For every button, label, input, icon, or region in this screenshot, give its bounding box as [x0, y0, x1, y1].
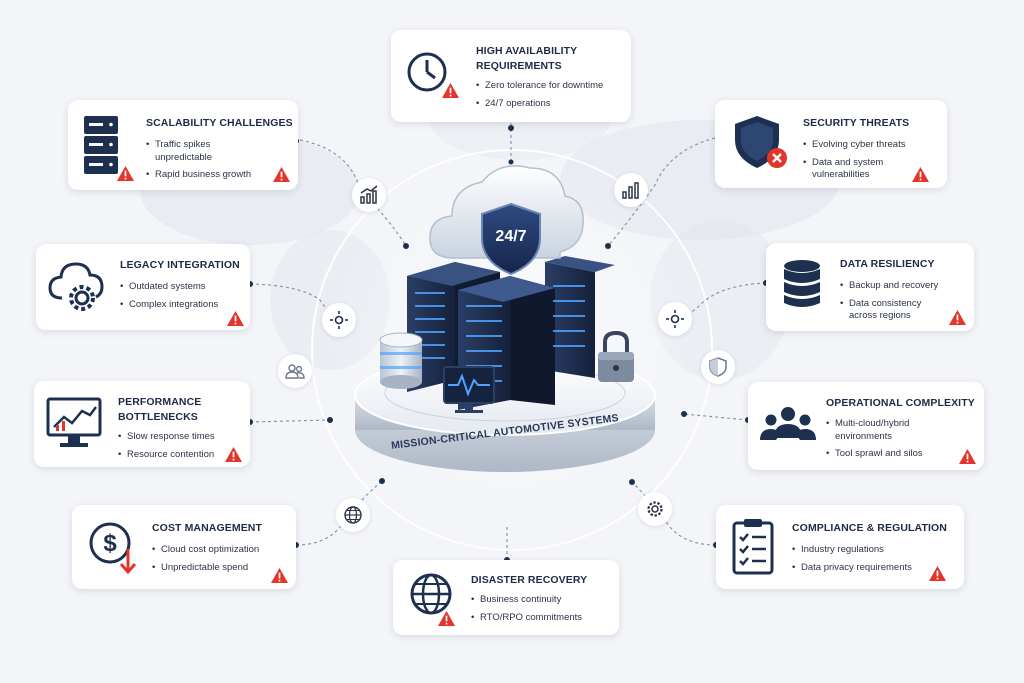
monitor — [443, 366, 495, 413]
warning-icon — [442, 82, 459, 99]
cloud-gear-icon — [48, 262, 104, 311]
chart-monitor-icon — [46, 397, 102, 447]
card-title: COMPLIANCE & REGULATION — [792, 522, 947, 534]
bullet-item: Business continuity — [471, 594, 617, 607]
card-title: PERFORMANCE — [118, 396, 202, 408]
padlock — [598, 330, 634, 382]
globe-icon — [410, 573, 452, 615]
team-icon — [760, 407, 816, 440]
card-title: HIGH AVAILABILITY — [476, 45, 578, 57]
bullet-item: Data and system vulnerabilities — [803, 157, 912, 182]
bullet-item: Complex integrations — [120, 299, 248, 312]
card-disaster-recovery: DISASTER RECOVERY Business continuity RT… — [393, 560, 619, 635]
users-icon — [278, 354, 312, 388]
card-title: SECURITY THREATS — [803, 117, 910, 129]
warning-icon — [949, 309, 966, 326]
card-title: LEGACY INTEGRATION — [120, 259, 240, 271]
card-title: OPERATIONAL COMPLEXITY — [826, 397, 975, 409]
growth-chart-icon — [352, 178, 386, 212]
svg-text:$: $ — [103, 530, 117, 557]
bullet-item: Tool sprawl and silos — [826, 448, 982, 461]
card-security: SECURITY THREATS Evolving cyber threats … — [715, 100, 947, 188]
bullet-item: Traffic spikes unpredictable — [146, 139, 235, 164]
card-performance: PERFORMANCE BOTTLENECKS Slow response ti… — [34, 381, 250, 467]
bullet-item: RTO/RPO commitments — [471, 612, 617, 625]
card-cost-management: $ COST MANAGEMENT Cloud cost optimizatio… — [72, 505, 296, 589]
bullet-item: Industry regulations — [792, 544, 962, 557]
warning-icon — [929, 565, 946, 582]
bullet-item: Unpredictable spend — [152, 562, 294, 575]
hub-icon-left — [322, 303, 356, 337]
card-compliance: COMPLIANCE & REGULATION Industry regulat… — [716, 505, 964, 589]
bullet-item: Multi-cloud/hybrid environments — [826, 418, 935, 443]
globe-icon-small — [336, 498, 370, 532]
clock-icon — [407, 52, 447, 92]
card-scalability: SCALABILITY CHALLENGES Traffic spikes un… — [68, 100, 298, 190]
card-operational-complexity: OPERATIONAL COMPLEXITY Multi-cloud/hybri… — [748, 382, 984, 470]
bullet-item: Data privacy requirements — [792, 562, 962, 575]
bullet-item: 24/7 operations — [476, 98, 626, 111]
bar-chart-icon — [614, 173, 648, 207]
card-title: COST MANAGEMENT — [152, 522, 262, 534]
bullet-item: Data consistency across regions — [840, 298, 945, 323]
gear-icon-small — [638, 492, 672, 526]
badge-24-7: 24/7 — [495, 228, 527, 245]
database-icon — [784, 260, 820, 307]
shield-x-icon — [735, 116, 787, 168]
bullet-item: Zero tolerance for downtime — [476, 80, 626, 93]
warning-icon — [225, 446, 242, 463]
checklist-icon — [732, 519, 774, 575]
server-rack-icon — [84, 116, 118, 174]
card-title: DISASTER RECOVERY — [471, 574, 588, 586]
bullet-item: Evolving cyber threats — [803, 139, 943, 152]
hub-icon-right — [658, 302, 692, 336]
bullet-item: Cloud cost optimization — [152, 544, 294, 557]
card-legacy-integration: LEGACY INTEGRATION Outdated systems Comp… — [36, 244, 250, 330]
bullet-item: Resource contention — [118, 449, 248, 462]
card-title: DATA RESILIENCY — [840, 258, 935, 270]
cloud-shield — [429, 165, 584, 276]
card-title: SCALABILITY CHALLENGES — [146, 117, 293, 129]
warning-icon — [438, 610, 455, 627]
card-data-resiliency: DATA RESILIENCY Backup and recovery Data… — [766, 243, 974, 331]
card-title-line2: BOTTLENECKS — [118, 411, 198, 423]
warning-icon — [912, 166, 929, 183]
card-high-availability: HIGH AVAILABILITY REQUIREMENTS Zero tole… — [391, 30, 631, 122]
bullet-item: Slow response times — [118, 431, 248, 444]
warning-icon — [273, 166, 290, 183]
database-cylinder — [379, 332, 423, 389]
card-title-line2: REQUIREMENTS — [476, 60, 562, 72]
bullet-item: Outdated systems — [120, 281, 248, 294]
bullet-item: Backup and recovery — [840, 280, 970, 293]
warning-icon — [117, 165, 134, 182]
warning-icon — [959, 448, 976, 465]
warning-icon — [271, 567, 288, 584]
warning-icon — [227, 310, 244, 327]
shield-icon-small — [701, 350, 735, 384]
bullet-item: Rapid business growth — [146, 169, 294, 182]
dollar-down-icon: $ — [89, 522, 137, 575]
